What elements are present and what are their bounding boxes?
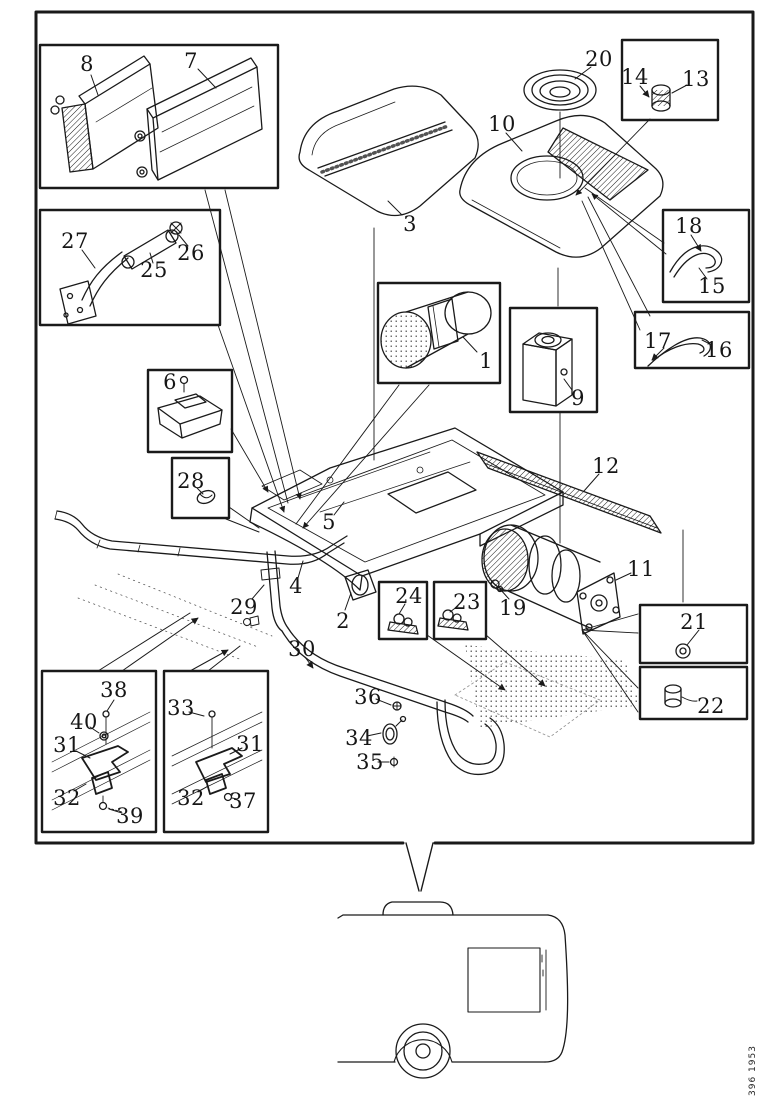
axis-cover-10 [558,112,560,306]
pipes-29-30-drawing [78,551,504,774]
leader-20 [575,67,591,79]
inset-hose-15 [663,210,749,302]
leader-pipe-muffler [218,325,286,513]
leaders-2-4-29 [252,561,351,610]
pointer-to-bus [406,843,433,891]
heat-exchanger-7-drawing [135,58,262,180]
bus-outline [338,902,568,1078]
inset-sensor [148,370,232,452]
seal-ring-20 [524,67,596,110]
leaders-25-26-27 [82,235,188,268]
leader-15 [699,268,707,279]
pipe-4-drawing [55,511,347,564]
clamp-26 [170,222,182,234]
leader-21 [687,630,699,645]
inset-bracket-right [164,646,268,832]
wheel-arch [394,1040,452,1062]
leaders-heat-exchangers [205,190,300,503]
leader-12 [584,474,599,491]
leader-10 [506,133,522,151]
inset-pipe-muffler [40,210,220,325]
main-frame [36,12,753,891]
arrow-18 [691,235,701,252]
muffler-25 [124,230,176,269]
grommet-19 [491,580,499,588]
inset-grommet [622,40,718,120]
clip-28 [195,488,216,505]
drawing-number: 396 1953 [748,1045,758,1096]
roof-unit-pod [383,902,453,915]
inset-nut-21 [640,605,747,663]
pointer-right-bracket [190,646,240,671]
leaders-34-35-36 [367,699,391,762]
leader-7-8 [91,69,216,95]
motor-11-drawing [482,525,683,712]
cover-3-drawing [299,86,478,460]
leader-sensor-6 [231,429,268,493]
leader-clip [226,507,259,532]
fasteners-34-35-36 [367,699,406,767]
fan-leaders-21-22 [582,614,638,712]
leaders-right-bracket [189,712,242,799]
bracket-27 [60,281,96,324]
inset-clip [172,458,259,532]
leaders-hose-16 [582,197,650,330]
inset-valve [510,308,597,412]
bus-wheel [396,1024,450,1078]
leader-16 [702,340,712,345]
drain-pan-drawing [455,645,640,737]
heat-exchanger-8-drawing [51,56,158,172]
grille-12-drawing [477,452,661,533]
pointer-left-bracket [98,613,198,671]
cover-10-drawing [460,67,666,330]
grille-hatch [548,128,648,200]
leader-9 [564,379,572,390]
leaders-11-19 [500,573,631,599]
leader-1 [463,337,477,352]
elbow-pipe-27 [82,252,128,306]
inset-heat-exchangers [40,45,278,188]
leader-5 [334,502,344,515]
leader-13 [672,85,687,93]
leader-22 [682,697,697,701]
inset-blower [378,283,500,383]
leader-30 [305,657,313,669]
leaders-hose-15 [585,188,666,254]
bus-window [468,948,540,1012]
leaders-left-bracket [74,700,122,813]
leaders-blower-1 [296,385,429,528]
inset-cap-22 [640,667,747,719]
roof-texture [78,574,272,660]
inset-hose-16 [635,312,749,368]
arrow-17 [652,348,664,360]
leader-3 [388,201,402,215]
inset-bracket-left [42,613,198,832]
arrow-14 [640,86,649,98]
leader-grommet-13 [576,119,650,196]
